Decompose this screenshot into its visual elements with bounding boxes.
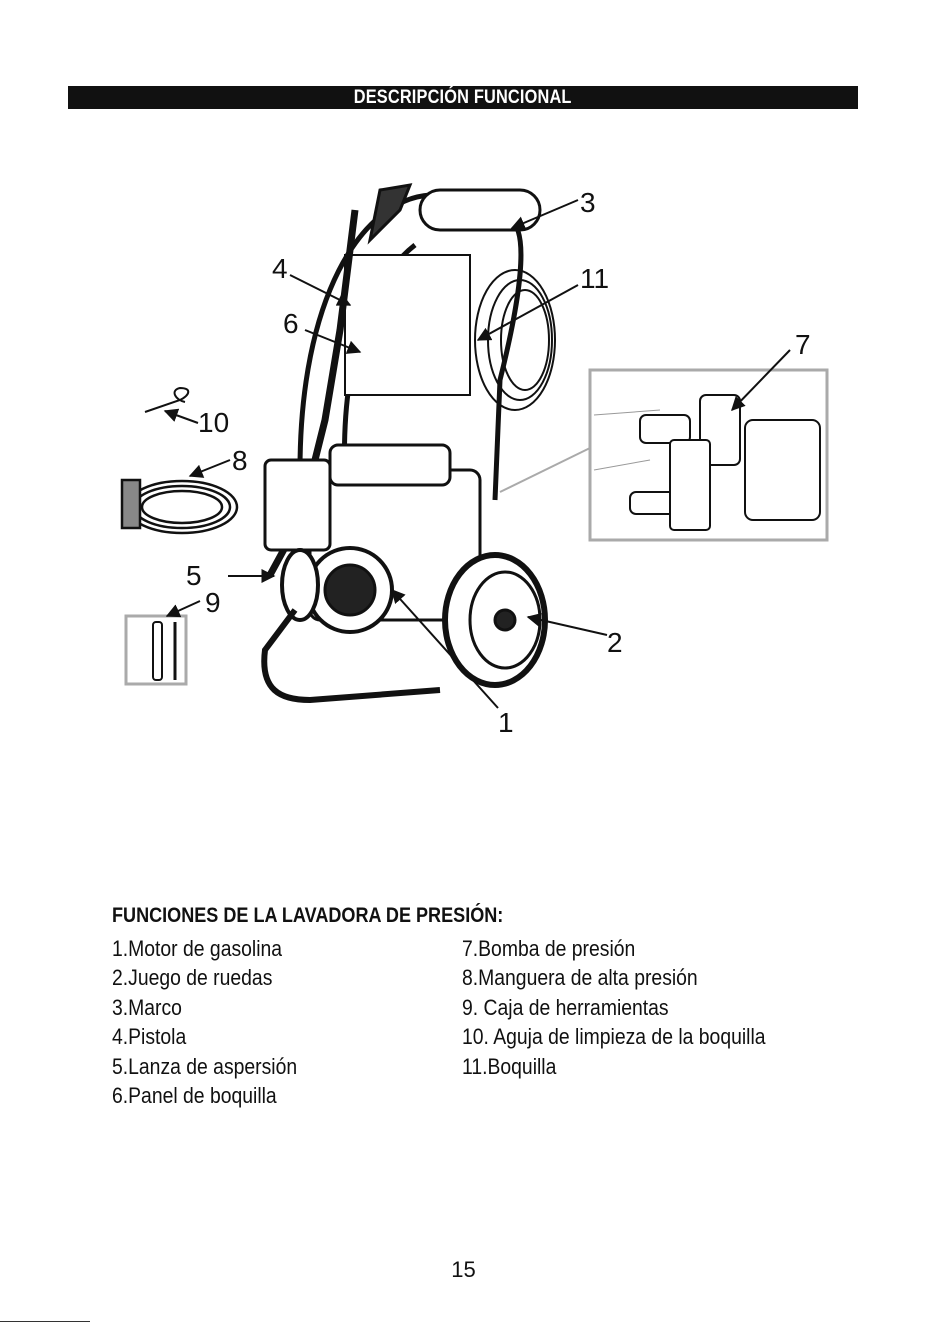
list-item: 7.Bomba de presión [462, 936, 636, 961]
functions-list-right: 7.Bomba de presión 8.Manguera de alta pr… [462, 934, 766, 1081]
functions-list-left: 1.Motor de gasolina 2.Juego de ruedas 3.… [112, 934, 297, 1110]
callout-11: 11 [580, 263, 609, 294]
callout-4: 4 [272, 253, 288, 284]
page-number: 15 [451, 1257, 476, 1282]
high-pressure-hose-illustration [120, 478, 239, 535]
list-item: 3.Marco [112, 994, 182, 1020]
callout-1: 1 [498, 707, 514, 738]
toolbox-illustration [124, 614, 188, 686]
list-item: 1.Motor de gasolina [112, 936, 283, 961]
functions-list-title: FUNCIONES DE LA LAVADORA DE PRESIÓN: [112, 904, 504, 927]
callout-5: 5 [186, 560, 202, 591]
section-title: DESCRIPCIÓN FUNCIONAL [354, 87, 572, 108]
callout-10: 10 [198, 407, 229, 438]
section-header-bar: DESCRIPCIÓN FUNCIONAL [68, 86, 858, 109]
callout-6: 6 [283, 308, 299, 339]
footer-rule [0, 1321, 90, 1322]
callout-leader-lines [163, 199, 791, 709]
pump-detail-inset [499, 368, 829, 542]
pressure-washer-diagram: 1 2 3 4 5 6 7 8 9 10 11 [120, 183, 829, 738]
list-item: 5.Lanza de aspersión [112, 1053, 298, 1079]
list-item: 9. Caja de herramientas [462, 994, 669, 1020]
callout-2: 2 [607, 627, 623, 658]
list-item: 4.Pistola [112, 1024, 187, 1050]
callout-3: 3 [580, 187, 596, 218]
list-item: 10. Aguja de limpieza de la boquilla [462, 1024, 766, 1050]
callout-8: 8 [232, 445, 248, 476]
frame-illustration [261, 183, 556, 704]
callout-7: 7 [795, 329, 811, 360]
cleaning-needle-illustration [144, 386, 190, 413]
list-item: 6.Panel de boquilla [112, 1082, 277, 1108]
list-item: 11.Boquilla [462, 1053, 557, 1079]
list-item: 2.Juego de ruedas [112, 965, 273, 991]
list-item: 8.Manguera de alta presión [462, 965, 698, 991]
callout-9: 9 [205, 587, 221, 618]
